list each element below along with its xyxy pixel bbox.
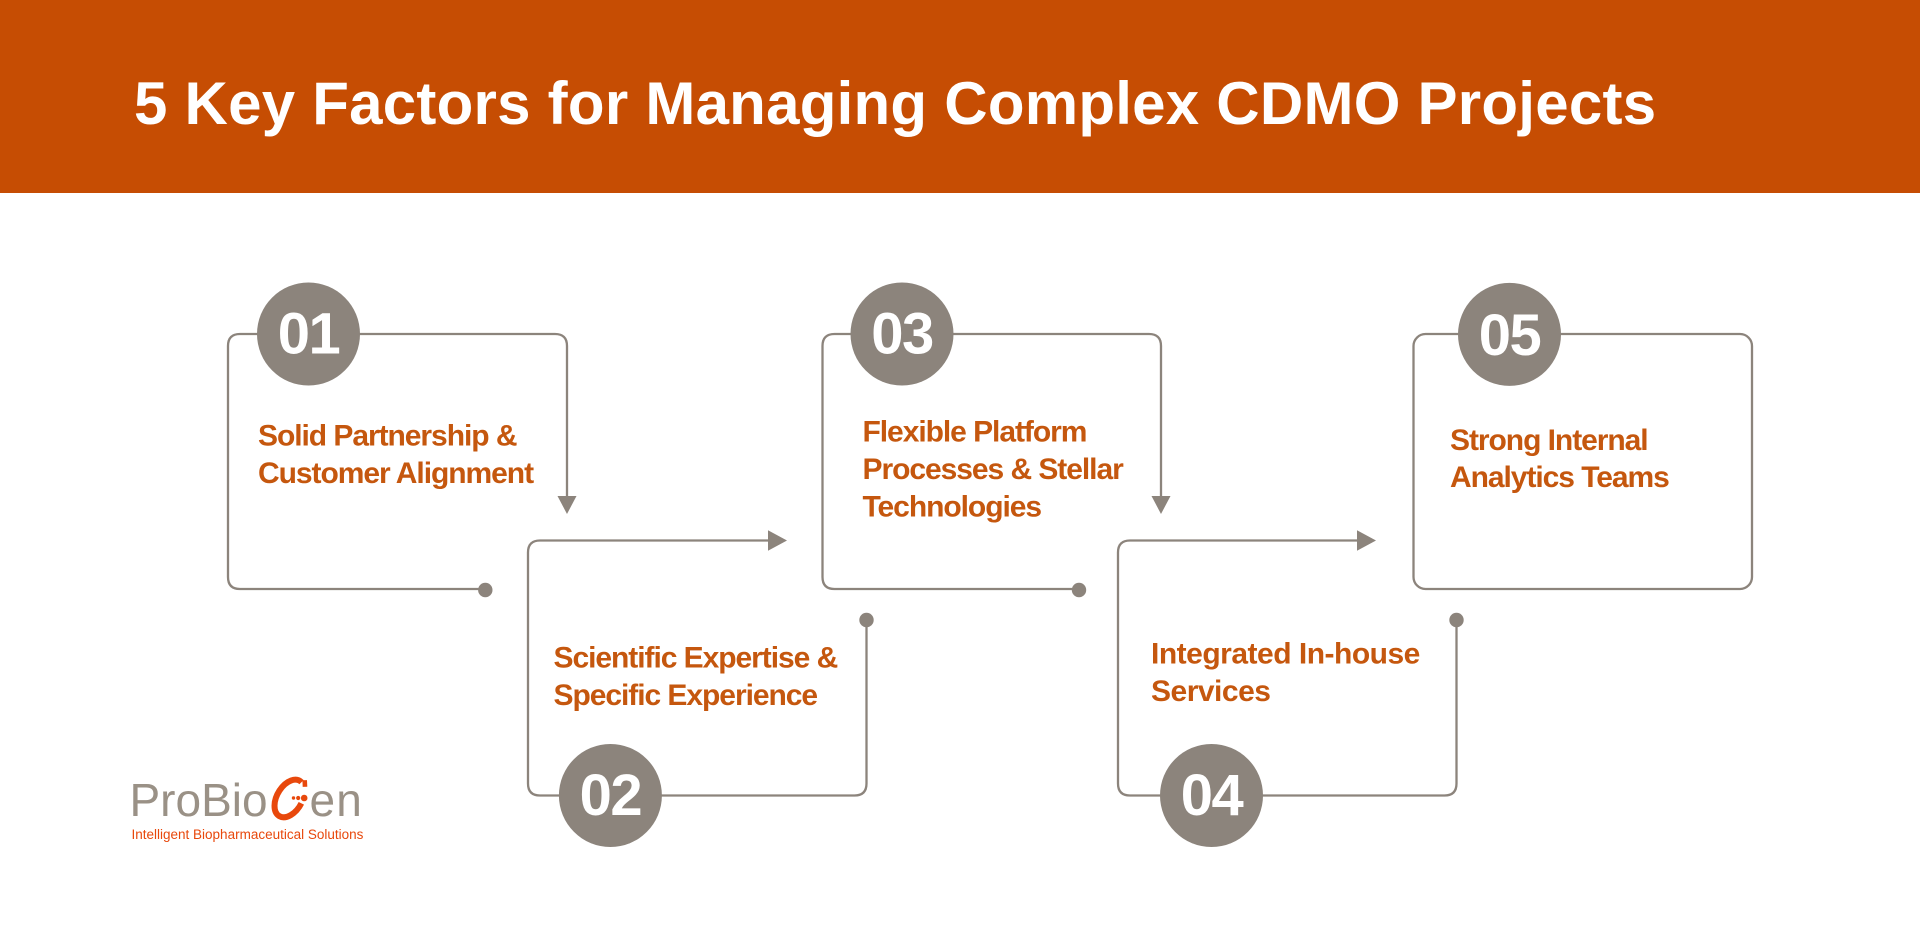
svg-text:02: 02 [580, 763, 642, 828]
svg-text:Solid Partnership &: Solid Partnership & [258, 420, 517, 453]
svg-text:en: en [310, 774, 364, 826]
svg-text:ProBio: ProBio [130, 774, 268, 826]
svg-text:Specific Experience: Specific Experience [554, 679, 818, 712]
svg-text:Customer Alignment: Customer Alignment [258, 457, 534, 490]
svg-text:Services: Services [1151, 675, 1270, 708]
svg-text:Analytics Teams: Analytics Teams [1450, 461, 1669, 494]
svg-text:Flexible Platform: Flexible Platform [863, 416, 1087, 449]
svg-text:Strong Internal: Strong Internal [1450, 424, 1648, 457]
svg-text:Intelligent Biopharmaceutical: Intelligent Biopharmaceutical Solutions [132, 827, 364, 842]
svg-text:Integrated In-house: Integrated In-house [1151, 638, 1420, 671]
svg-text:05: 05 [1479, 303, 1541, 368]
svg-text:Scientific Expertise &: Scientific Expertise & [554, 642, 838, 675]
svg-text:5 Key Factors for Managing Com: 5 Key Factors for Managing Complex CDMO … [134, 70, 1656, 137]
svg-text:04: 04 [1181, 763, 1244, 828]
svg-text:Technologies: Technologies [863, 491, 1042, 524]
svg-text:Processes & Stellar: Processes & Stellar [863, 453, 1125, 486]
svg-text:01: 01 [278, 302, 340, 367]
svg-text:03: 03 [871, 302, 933, 367]
